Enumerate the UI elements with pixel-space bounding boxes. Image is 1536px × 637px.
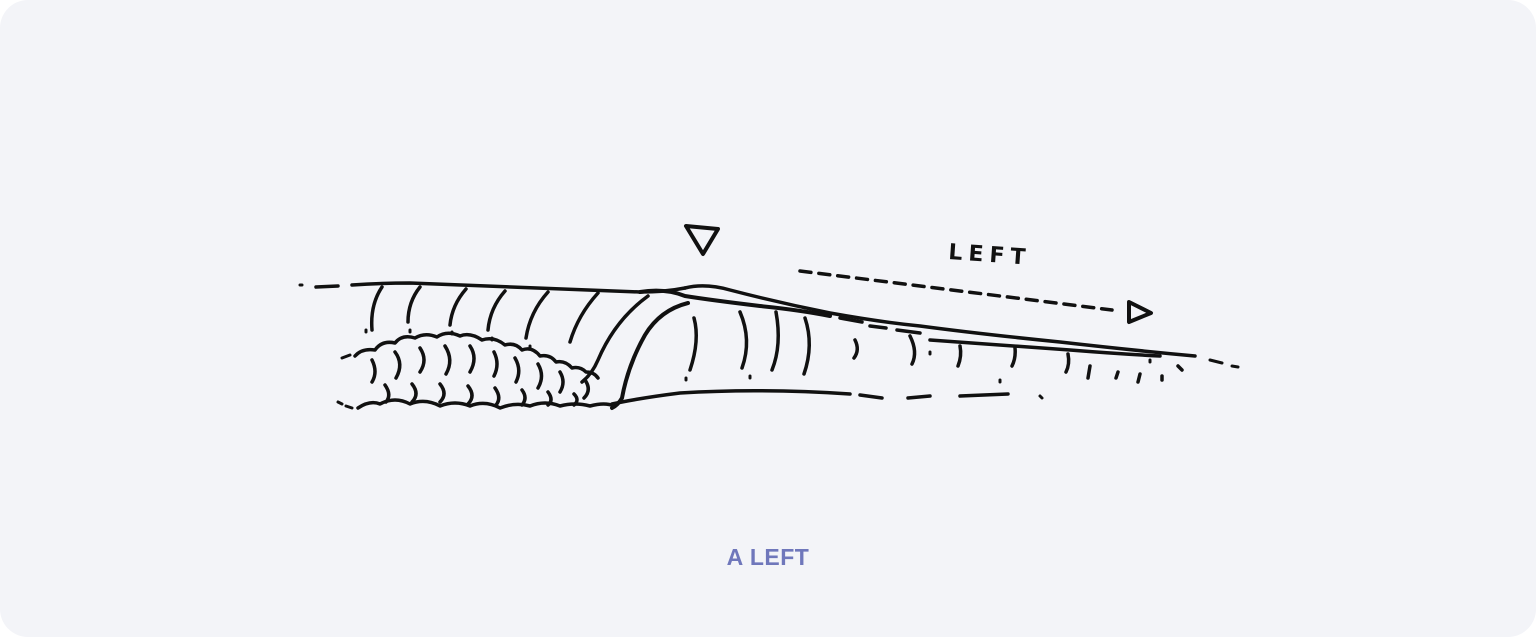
wave-base-line — [336, 353, 1044, 410]
wave-face-strokes-left — [369, 285, 650, 384]
stipple-dots — [364, 328, 1152, 384]
wave-crest-lines — [298, 281, 1240, 369]
diagram-caption: A LEFT — [726, 544, 810, 570]
peak-marker-icon — [684, 224, 720, 256]
direction-label: LEFT — [948, 240, 1033, 271]
direction-arrow — [798, 269, 1153, 324]
wave-face-strokes-right — [688, 310, 1184, 384]
arrow-right-triangle-icon — [1127, 300, 1153, 324]
whitewash-foam — [353, 331, 616, 410]
